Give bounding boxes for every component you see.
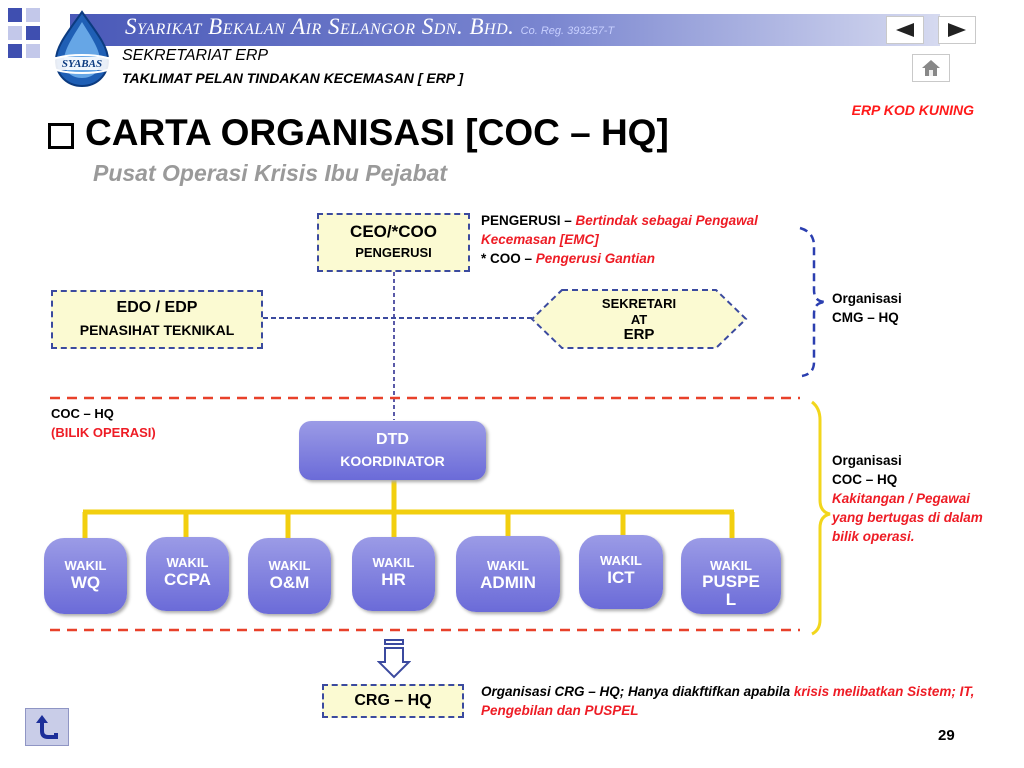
down-arrow-icon [377, 639, 411, 679]
dtd-sub: KOORDINATOR [340, 453, 445, 469]
dtd-title: DTD [376, 431, 409, 448]
coc-label: COC – HQ (BILIK OPERASI) [51, 406, 156, 440]
ceo-title: CEO/*COO [350, 222, 437, 241]
next-arrow-icon [948, 23, 966, 37]
edo-box: EDO / EDP PENASIHAT TEKNIKAL [51, 290, 263, 349]
wakil-puspel: WAKIL PUSPE L [681, 538, 781, 614]
wakil-admin: WAKIL ADMIN [456, 536, 560, 612]
next-button[interactable] [938, 16, 976, 44]
home-button[interactable] [912, 54, 950, 82]
header-bar [70, 14, 940, 46]
deco-square [8, 8, 22, 22]
header-line1: SEKRETARIAT ERP [122, 47, 269, 64]
kod-label: ERP KOD KUNING [851, 102, 974, 118]
pengerusi-note: PENGERUSI – Bertindak sebagai Pengawal K… [481, 213, 758, 266]
wakil-om: WAKIL O&M [248, 538, 331, 614]
header-line2: TAKLIMAT PELAN TINDAKAN KECEMASAN [ ERP … [122, 70, 464, 86]
crg-note: Organisasi CRG – HQ; Hanya diakftifkan a… [481, 684, 975, 718]
deco-square [26, 8, 40, 22]
prev-arrow-icon [896, 23, 914, 37]
home-icon [922, 60, 940, 76]
deco-square [8, 44, 22, 58]
checkbox-bullet-icon [48, 123, 74, 149]
ceo-box: CEO/*COO PENGERUSI [317, 213, 470, 272]
coc-org-note: Organisasi COC – HQ Kakitangan / Pegawai… [832, 453, 983, 544]
return-button[interactable] [25, 708, 69, 746]
edo-sub: PENASIHAT TEKNIKAL [79, 322, 235, 338]
sekretariat-hexagon [530, 289, 748, 349]
return-icon [36, 715, 58, 739]
edo-title: EDO / EDP [116, 299, 198, 316]
deco-square [8, 26, 22, 40]
logo-text: SYABAS [62, 58, 102, 70]
crg-box: CRG – HQ [322, 684, 464, 718]
ceo-sub: PENGERUSI [355, 245, 432, 260]
page-number: 29 [938, 727, 955, 744]
wakil-hr: WAKIL HR [352, 537, 435, 611]
page-title: CARTA ORGANISASI [COC – HQ] [85, 112, 669, 153]
sekretariat-label: SEKRETARI AT ERP [601, 296, 677, 343]
deco-square [26, 26, 40, 40]
wakil-ccpa: WAKIL CCPA [146, 537, 229, 611]
wakil-wq: WAKIL WQ [44, 538, 127, 614]
deco-square [26, 44, 40, 58]
company-name: Syarikat Bekalan Air Selangor Sdn. Bhd. … [125, 14, 615, 39]
prev-button[interactable] [886, 16, 924, 44]
wakil-ict: WAKIL ICT [579, 535, 663, 609]
cmg-note: Organisasi CMG – HQ [832, 291, 902, 325]
page-subtitle: Pusat Operasi Krisis Ibu Pejabat [93, 160, 448, 186]
dtd-box: DTD KOORDINATOR [299, 421, 486, 480]
syabas-logo: SYABAS [38, 8, 120, 90]
